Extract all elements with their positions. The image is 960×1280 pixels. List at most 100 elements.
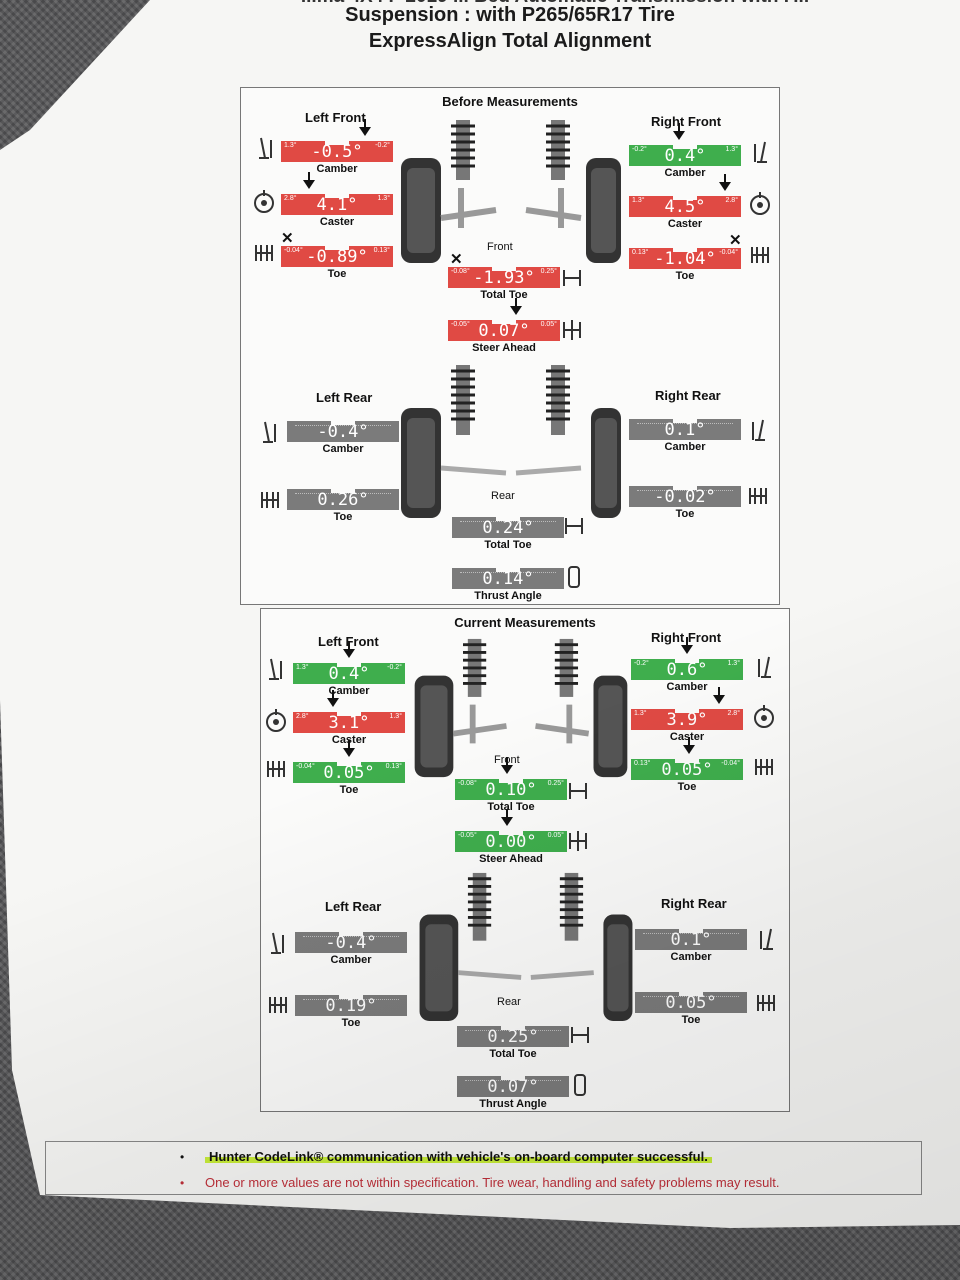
toe-wheel-icon: [751, 247, 769, 263]
status-bar: [635, 992, 747, 1013]
measurement-value: 0.26°: [317, 490, 369, 510]
measurement-value: 0.10°: [485, 780, 537, 800]
spec-max: 1.3°: [389, 713, 402, 720]
before-left-rear-label: Left Rear: [316, 390, 373, 405]
before-steer-ahead: -0.05° 0.05° 0.07° Steer Ahead: [448, 298, 560, 359]
spec-max: 0.05°: [540, 321, 557, 328]
measurement-label: Steer Ahead: [472, 342, 536, 354]
before-lr-toe: 0.26° Toe: [287, 486, 399, 528]
measurement-value: 0.6°: [666, 660, 708, 680]
target-arrow-icon: [510, 298, 522, 315]
spec-min: 1.3°: [634, 710, 647, 717]
camber-wheel-icon: [754, 141, 767, 163]
spec-min: -0.08°: [451, 268, 470, 275]
measurement-label: Camber: [322, 443, 364, 455]
status-bar: [631, 759, 743, 780]
target-arrow-icon: [719, 174, 731, 191]
status-bar: [457, 1026, 569, 1047]
measurement-value: 0.05°: [661, 760, 713, 780]
status-bar: [281, 194, 393, 215]
spec-min: -0.04°: [296, 763, 315, 770]
status-bar: [629, 145, 741, 166]
front-suspension-graphic: [401, 120, 621, 263]
before-rf-camber: -0.2° 1.3° 0.4° Camber: [629, 123, 741, 184]
rear-suspension-graphic: [401, 365, 621, 518]
measurement-value: -0.4°: [325, 933, 377, 953]
measurement-label: Toe: [341, 1017, 361, 1029]
before-title: Before Measurements: [442, 94, 578, 109]
target-arrow-icon: [501, 809, 513, 826]
current-lf-caster: 2.8° 1.3° 3.1° Caster: [293, 690, 405, 751]
current-left-rear-label: Left Rear: [325, 899, 382, 914]
spec-max: -0.04°: [719, 249, 738, 256]
spec-max: 1.3°: [725, 146, 738, 153]
spec-min: 0.13°: [632, 249, 649, 256]
current-lr-toe: 0.19° Toe: [295, 992, 407, 1034]
current-rf-camber: -0.2° 1.3° 0.6° Camber: [631, 637, 743, 698]
measurement-value: 0.4°: [664, 146, 706, 166]
measurement-value: 3.1°: [328, 713, 370, 733]
measurement-label: Total Toe: [489, 1048, 537, 1060]
caster-wheel-icon: [754, 705, 774, 728]
spec-min: 1.3°: [284, 142, 297, 149]
measurement-value: 4.5°: [664, 197, 706, 217]
measurement-value: 0.19°: [325, 996, 377, 1016]
measurement-label: Camber: [316, 163, 358, 175]
measurement-value: 3.9°: [666, 710, 708, 730]
status-bar: [295, 932, 407, 953]
spec-min: 0.13°: [634, 760, 651, 767]
measurement-label: Toe: [681, 1014, 701, 1026]
footer-box: [45, 1141, 922, 1195]
caster-wheel-icon: [750, 192, 770, 215]
target-arrow-icon: [359, 119, 371, 136]
measurement-label: Toe: [675, 270, 695, 282]
camber-wheel-icon: [758, 656, 771, 678]
measurement-value: 0.1°: [664, 420, 706, 440]
status-bar: [457, 1076, 569, 1097]
footer-bullet-2: •: [180, 1176, 185, 1190]
status-bar: [287, 489, 399, 510]
measurement-value: 0.24°: [482, 518, 534, 538]
measurement-value: 0.1°: [670, 930, 712, 950]
target-arrow-icon: [681, 637, 693, 654]
measurement-value: 0.07°: [478, 321, 530, 341]
out-of-range-x-icon: ✕: [450, 251, 463, 268]
camber-wheel-icon: [271, 932, 284, 954]
measurement-label: Camber: [664, 167, 706, 179]
current-lr-camber: -0.4° Camber: [295, 929, 407, 971]
spec-max: 0.05°: [547, 832, 564, 839]
spec-max: 0.13°: [385, 763, 402, 770]
before-lr-camber: -0.4° Camber: [287, 418, 399, 460]
target-arrow-icon: [501, 757, 513, 774]
before-rr-camber: 0.1° Camber: [629, 416, 741, 458]
measurement-label: Caster: [669, 731, 705, 743]
status-bar: [455, 779, 567, 800]
measurement-value: 0.25°: [487, 1027, 539, 1047]
status-bar: [295, 995, 407, 1016]
measurement-value: -0.89°: [306, 247, 368, 267]
spec-min: -0.08°: [458, 780, 477, 787]
before-rf-toe: 0.13° -0.04° -1.04° Toe ✕: [629, 232, 742, 287]
measurement-label: Total Toe: [480, 289, 528, 301]
spec-max: 1.3°: [727, 660, 740, 667]
spec-max: 0.25°: [547, 780, 564, 787]
target-arrow-icon: [343, 740, 355, 757]
spec-min: -0.2°: [634, 660, 649, 667]
status-bar: [281, 246, 393, 267]
toe-wheel-icon: [261, 492, 279, 508]
current-rf-toe: 0.13° -0.04° 0.05° Toe: [631, 737, 743, 798]
spec-max: -0.2°: [387, 664, 402, 671]
target-arrow-icon: [673, 123, 685, 140]
total-toe-icon: [565, 518, 583, 534]
spec-max: 2.8°: [725, 197, 738, 204]
before-rear-label: Rear: [491, 490, 515, 502]
measurement-value: -0.02°: [654, 487, 716, 507]
header-cut-line: ...ma 4X4 F 2019 ... Bed Automatic Trans…: [150, 0, 960, 8]
rear-suspension-graphic: [419, 872, 633, 1021]
current-thrust-angle: 0.07° Thrust Angle: [457, 1073, 569, 1115]
camber-wheel-icon: [752, 419, 765, 441]
caster-wheel-icon: [254, 190, 274, 213]
measurement-label: Caster: [319, 216, 355, 228]
spec-max: 2.8°: [727, 710, 740, 717]
out-of-range-x-icon: ✕: [281, 230, 294, 247]
